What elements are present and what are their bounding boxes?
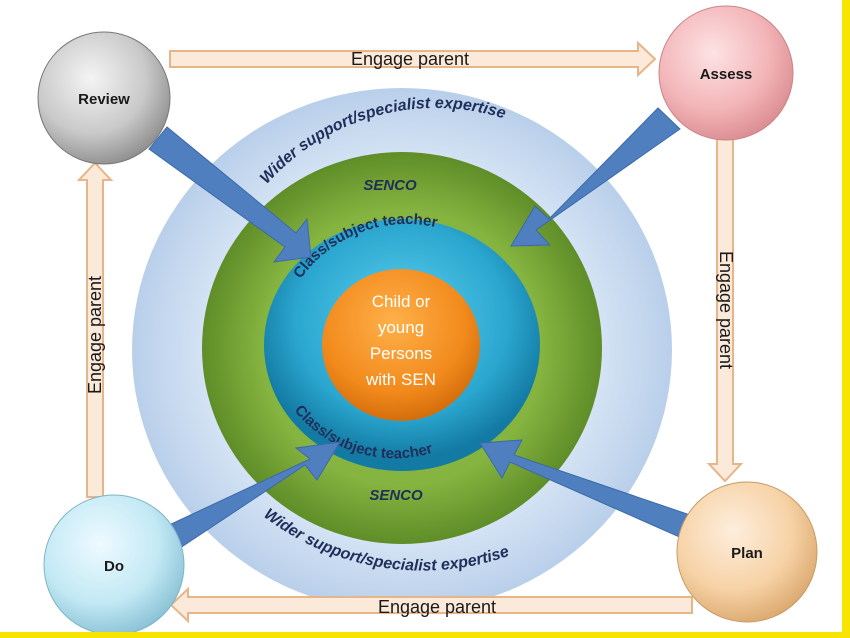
arrow-plan-to-teacher <box>479 439 697 540</box>
node-do[interactable]: Do <box>43 494 185 636</box>
node-do-label: Do <box>104 558 124 575</box>
flow-arrow-bottom <box>169 586 693 624</box>
center-line-1: Child or <box>372 292 431 311</box>
senco-label-top: SENCO <box>363 177 417 194</box>
flow-label-bottom: Engage parent <box>378 597 496 617</box>
senco-label-bottom: SENCO <box>369 487 423 504</box>
node-review[interactable]: Review <box>37 31 171 165</box>
flow-label-left: Engage parent <box>85 276 105 394</box>
yellow-border-right <box>842 0 850 638</box>
flow-arrow-right <box>706 130 744 483</box>
flow-arrow-left <box>76 161 114 498</box>
yellow-border-bottom <box>0 632 850 638</box>
node-plan-label: Plan <box>731 545 763 562</box>
center-line-2: young <box>378 318 424 337</box>
center-circle <box>322 269 480 421</box>
arrow-assess-to-teacher <box>510 107 681 247</box>
flow-label-right: Engage parent <box>716 251 736 369</box>
center-line-3: Persons <box>370 344 432 363</box>
flow-label-top: Engage parent <box>351 49 469 69</box>
arrow-review-to-teacher <box>148 126 312 263</box>
node-review-label: Review <box>78 91 130 108</box>
node-plan[interactable]: Plan <box>676 481 818 623</box>
node-assess-label: Assess <box>700 66 753 83</box>
arrow-do-to-teacher <box>166 441 341 551</box>
flow-arrow-top <box>169 40 657 78</box>
node-assess[interactable]: Assess <box>658 5 794 141</box>
center-line-4: with SEN <box>365 370 436 389</box>
